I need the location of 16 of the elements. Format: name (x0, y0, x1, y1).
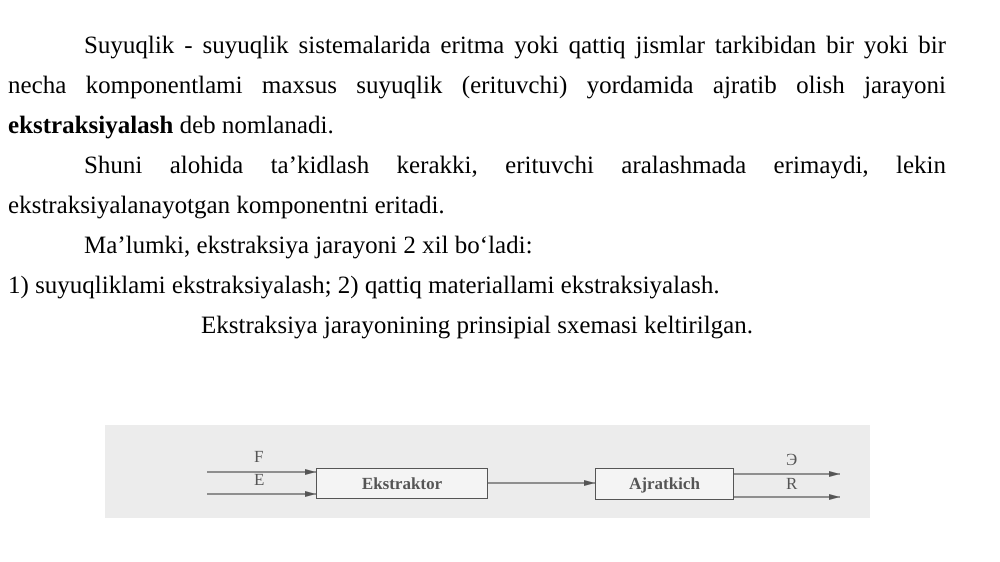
edge-label: Э (786, 450, 798, 470)
paragraph: Ma’lumki, ekstraksiya jarayoni 2 xil bo‘ladi: (83, 231, 534, 261)
paragraph: Shuni alohida ta’kidlash kerakki, erituvchi aralashmada erimaydi, lekin ekstraksiyalanayotgan komponentni eritadi. (8, 151, 946, 221)
edge-label: E (254, 470, 264, 490)
list-item: 1) suyuqliklami ekstraksiyalash; 2) qattiq materiallami ekstraksiyalash. (8, 271, 721, 301)
process-box: Ajratkich (595, 468, 734, 500)
process-box: Ekstraktor (316, 468, 488, 499)
paragraph: Ekstraksiya jarayonining prinsipial sxemasi keltirilgan. (200, 311, 754, 341)
arrow (734, 494, 840, 500)
arrow (207, 469, 316, 475)
edge-label: F (254, 447, 264, 467)
arrow (488, 480, 595, 486)
arrow (207, 491, 316, 497)
paragraph: Suyuqlik - suyuqlik sistemalarida eritma yoki qattiq jismlar tarkibidan bir yoki bir necha komponentlami maxsus suyuqlik (erituvchi) yordamida ajratib olish jarayoni ekstraksiyalash deb nomlanadi. (8, 31, 946, 141)
arrow (734, 471, 840, 477)
edge-label: R (786, 474, 798, 494)
